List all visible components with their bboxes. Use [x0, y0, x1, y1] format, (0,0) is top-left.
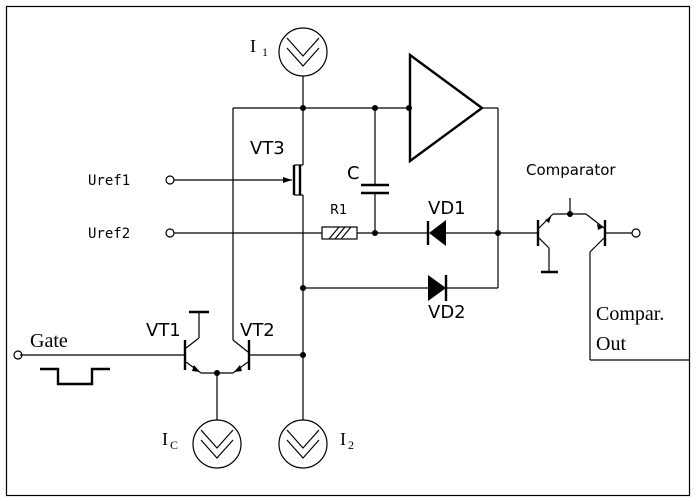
label-r1: R1 — [330, 203, 347, 218]
label-i2-sub: 2 — [348, 438, 354, 452]
junction-vd1-right — [495, 230, 501, 236]
label-comparator: Comparator — [526, 161, 616, 179]
label-ic: I — [162, 429, 168, 449]
resistor-r1 — [321, 226, 428, 240]
label-i1-sub: 1 — [262, 45, 268, 59]
diagram-frame — [5, 5, 691, 497]
uref1-terminal[interactable] — [165, 175, 175, 185]
label-c: C — [347, 163, 360, 184]
transistor-vt3 — [283, 108, 304, 340]
label-compar-out-1: Compar. — [596, 303, 664, 325]
gate-pulse-icon — [40, 367, 110, 386]
current-source-i2 — [278, 419, 328, 469]
diode-vd1 — [426, 220, 535, 246]
label-vt2: VT2 — [240, 320, 275, 341]
current-source-ic — [192, 419, 242, 469]
label-i1: I — [250, 36, 256, 56]
label-vt1: VT1 — [146, 320, 181, 341]
capacitor-c — [361, 108, 389, 233]
uref2-terminal[interactable] — [165, 228, 175, 238]
label-vd2: VD2 — [428, 302, 466, 323]
label-ic-sub: C — [170, 438, 178, 452]
label-i2: I — [340, 429, 346, 449]
label-uref1: Uref1 — [88, 173, 130, 189]
label-vd1: VD1 — [428, 198, 466, 219]
comparator-ref-terminal[interactable] — [631, 228, 641, 238]
junction-vt2-base — [300, 352, 306, 358]
label-vt3: VT3 — [250, 138, 285, 159]
current-source-i1 — [278, 27, 328, 108]
junction-vd2-left — [300, 285, 306, 291]
amplifier-triangle — [408, 52, 485, 164]
comparator-transistor-pair — [535, 198, 690, 361]
diode-vd2 — [428, 275, 498, 301]
junction-r1-cap — [372, 230, 378, 236]
gate-terminal[interactable] — [13, 350, 23, 360]
label-compar-out-2: Out — [596, 333, 626, 355]
label-uref2: Uref2 — [88, 226, 130, 242]
transistor-vt1 — [20, 310, 209, 374]
junction-comparator-emitters — [567, 211, 573, 217]
label-gate: Gate — [30, 330, 68, 352]
transistor-vt2 — [232, 339, 303, 374]
